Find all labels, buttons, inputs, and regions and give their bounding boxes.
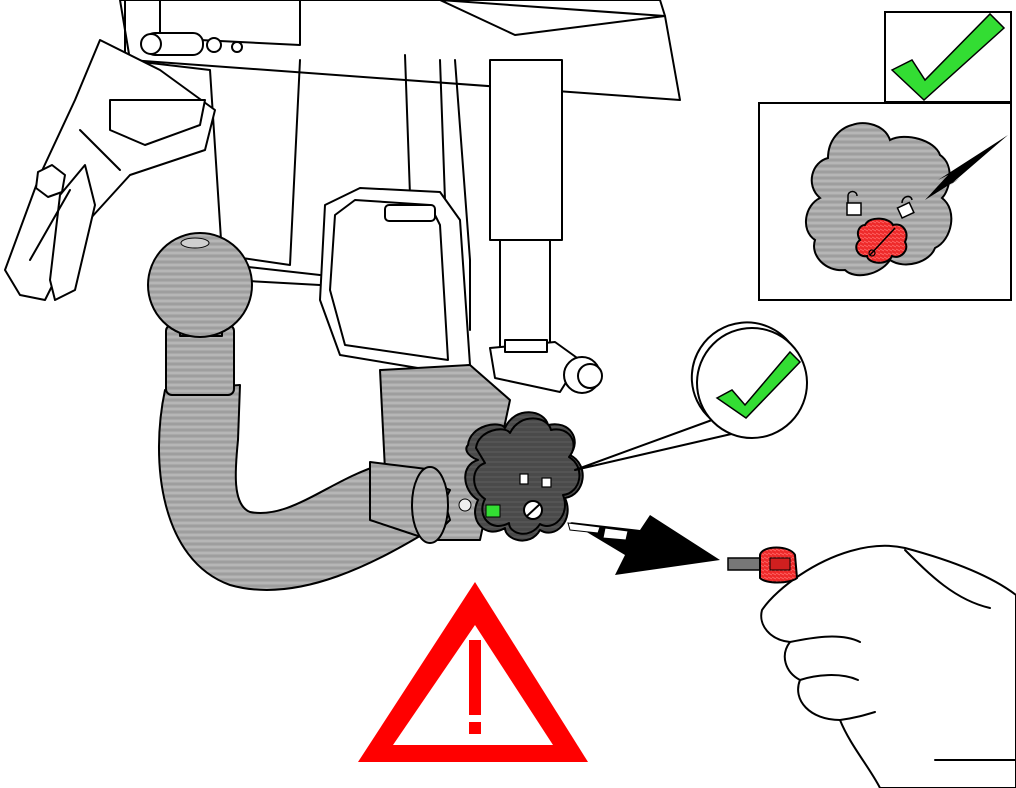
knob-detail-panel xyxy=(758,102,1012,301)
check-panel xyxy=(884,11,1012,103)
closed-padlock-icon xyxy=(896,195,915,219)
vehicle-frame xyxy=(119,0,681,394)
open-padlock-icon xyxy=(846,190,862,216)
callout-check-icon xyxy=(715,350,802,419)
pull-direction-arrows xyxy=(567,515,720,575)
warning-triangle-icon xyxy=(358,582,588,762)
lock-housing xyxy=(319,187,471,371)
pointer-arrow xyxy=(925,135,1008,200)
callout-bubble xyxy=(574,321,808,471)
top-check-mark-icon xyxy=(890,12,1006,102)
release-lever xyxy=(4,39,216,301)
lock-knob xyxy=(464,411,584,542)
hand-with-key xyxy=(727,544,1016,788)
